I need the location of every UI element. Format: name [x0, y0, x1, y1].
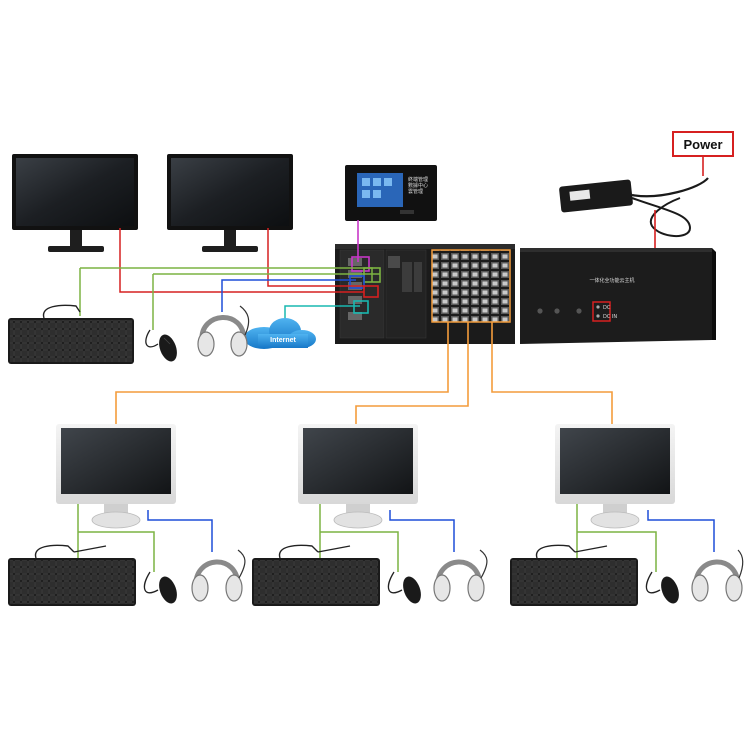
- keyboard-icon: [252, 544, 380, 606]
- host-port-label: DC: [603, 305, 611, 311]
- keyboard-icon: [8, 544, 136, 606]
- headset-icon: [197, 305, 250, 357]
- mouse-icon: [645, 571, 679, 604]
- headset-icon: [691, 549, 744, 602]
- workstation-2: [252, 424, 488, 606]
- power-label: Power: [683, 137, 722, 152]
- audio-line: [389, 510, 455, 552]
- video-line-left: [119, 228, 364, 293]
- main-chassis: [335, 244, 515, 344]
- top-monitor-right: [167, 154, 293, 252]
- power-label-box: Power: [672, 131, 734, 157]
- audio-line-top: [221, 279, 356, 312]
- internet-label: Internet: [270, 337, 296, 344]
- all-in-one-pc-icon: [298, 424, 418, 529]
- top-monitor-left: [12, 154, 138, 252]
- terminal-text: 終端管理: [408, 176, 428, 183]
- usb-line: [577, 531, 657, 572]
- host-button[interactable]: [576, 308, 582, 314]
- headset-icon: [191, 549, 246, 602]
- headset-icon: [433, 549, 488, 602]
- host-button[interactable]: [537, 308, 543, 314]
- audio-line: [147, 510, 213, 552]
- keyboard-icon: [8, 304, 134, 364]
- video-line-right: [267, 228, 364, 287]
- terminal-text: 數據中心: [408, 182, 428, 189]
- lan-line-left: [115, 322, 449, 426]
- keyboard-icon: [510, 544, 638, 606]
- host-button[interactable]: [554, 308, 560, 314]
- lan-line-right: [491, 322, 613, 426]
- all-in-one-pc-icon: [555, 424, 675, 529]
- usb-line: [78, 531, 155, 572]
- lan-ports-highlight: [431, 249, 511, 323]
- workstation-3: [510, 424, 744, 606]
- workstation-1: [8, 424, 246, 606]
- usb-line: [320, 531, 399, 572]
- mouse-icon: [143, 571, 177, 604]
- terminal-text: 雲管理: [408, 188, 423, 195]
- usb-line-keyboard: [80, 267, 373, 282]
- touch-terminal: 終端管理 數據中心 雲管理: [345, 165, 437, 221]
- cloud-host-label: 一体化全功能云主机: [589, 277, 634, 284]
- host-power-port-highlight: [592, 301, 611, 322]
- power-adapter-icon: [559, 177, 709, 237]
- mouse-icon: [387, 571, 421, 604]
- cloud-host-box: 一体化全功能云主机 DC DC IN: [520, 248, 716, 344]
- host-port-label: DC IN: [603, 314, 617, 320]
- mouse-icon: [145, 329, 177, 362]
- internet-cloud-icon: Internet: [244, 318, 316, 349]
- audio-line: [647, 510, 715, 552]
- lan-line-center: [355, 322, 469, 426]
- all-in-one-pc-icon: [56, 424, 176, 529]
